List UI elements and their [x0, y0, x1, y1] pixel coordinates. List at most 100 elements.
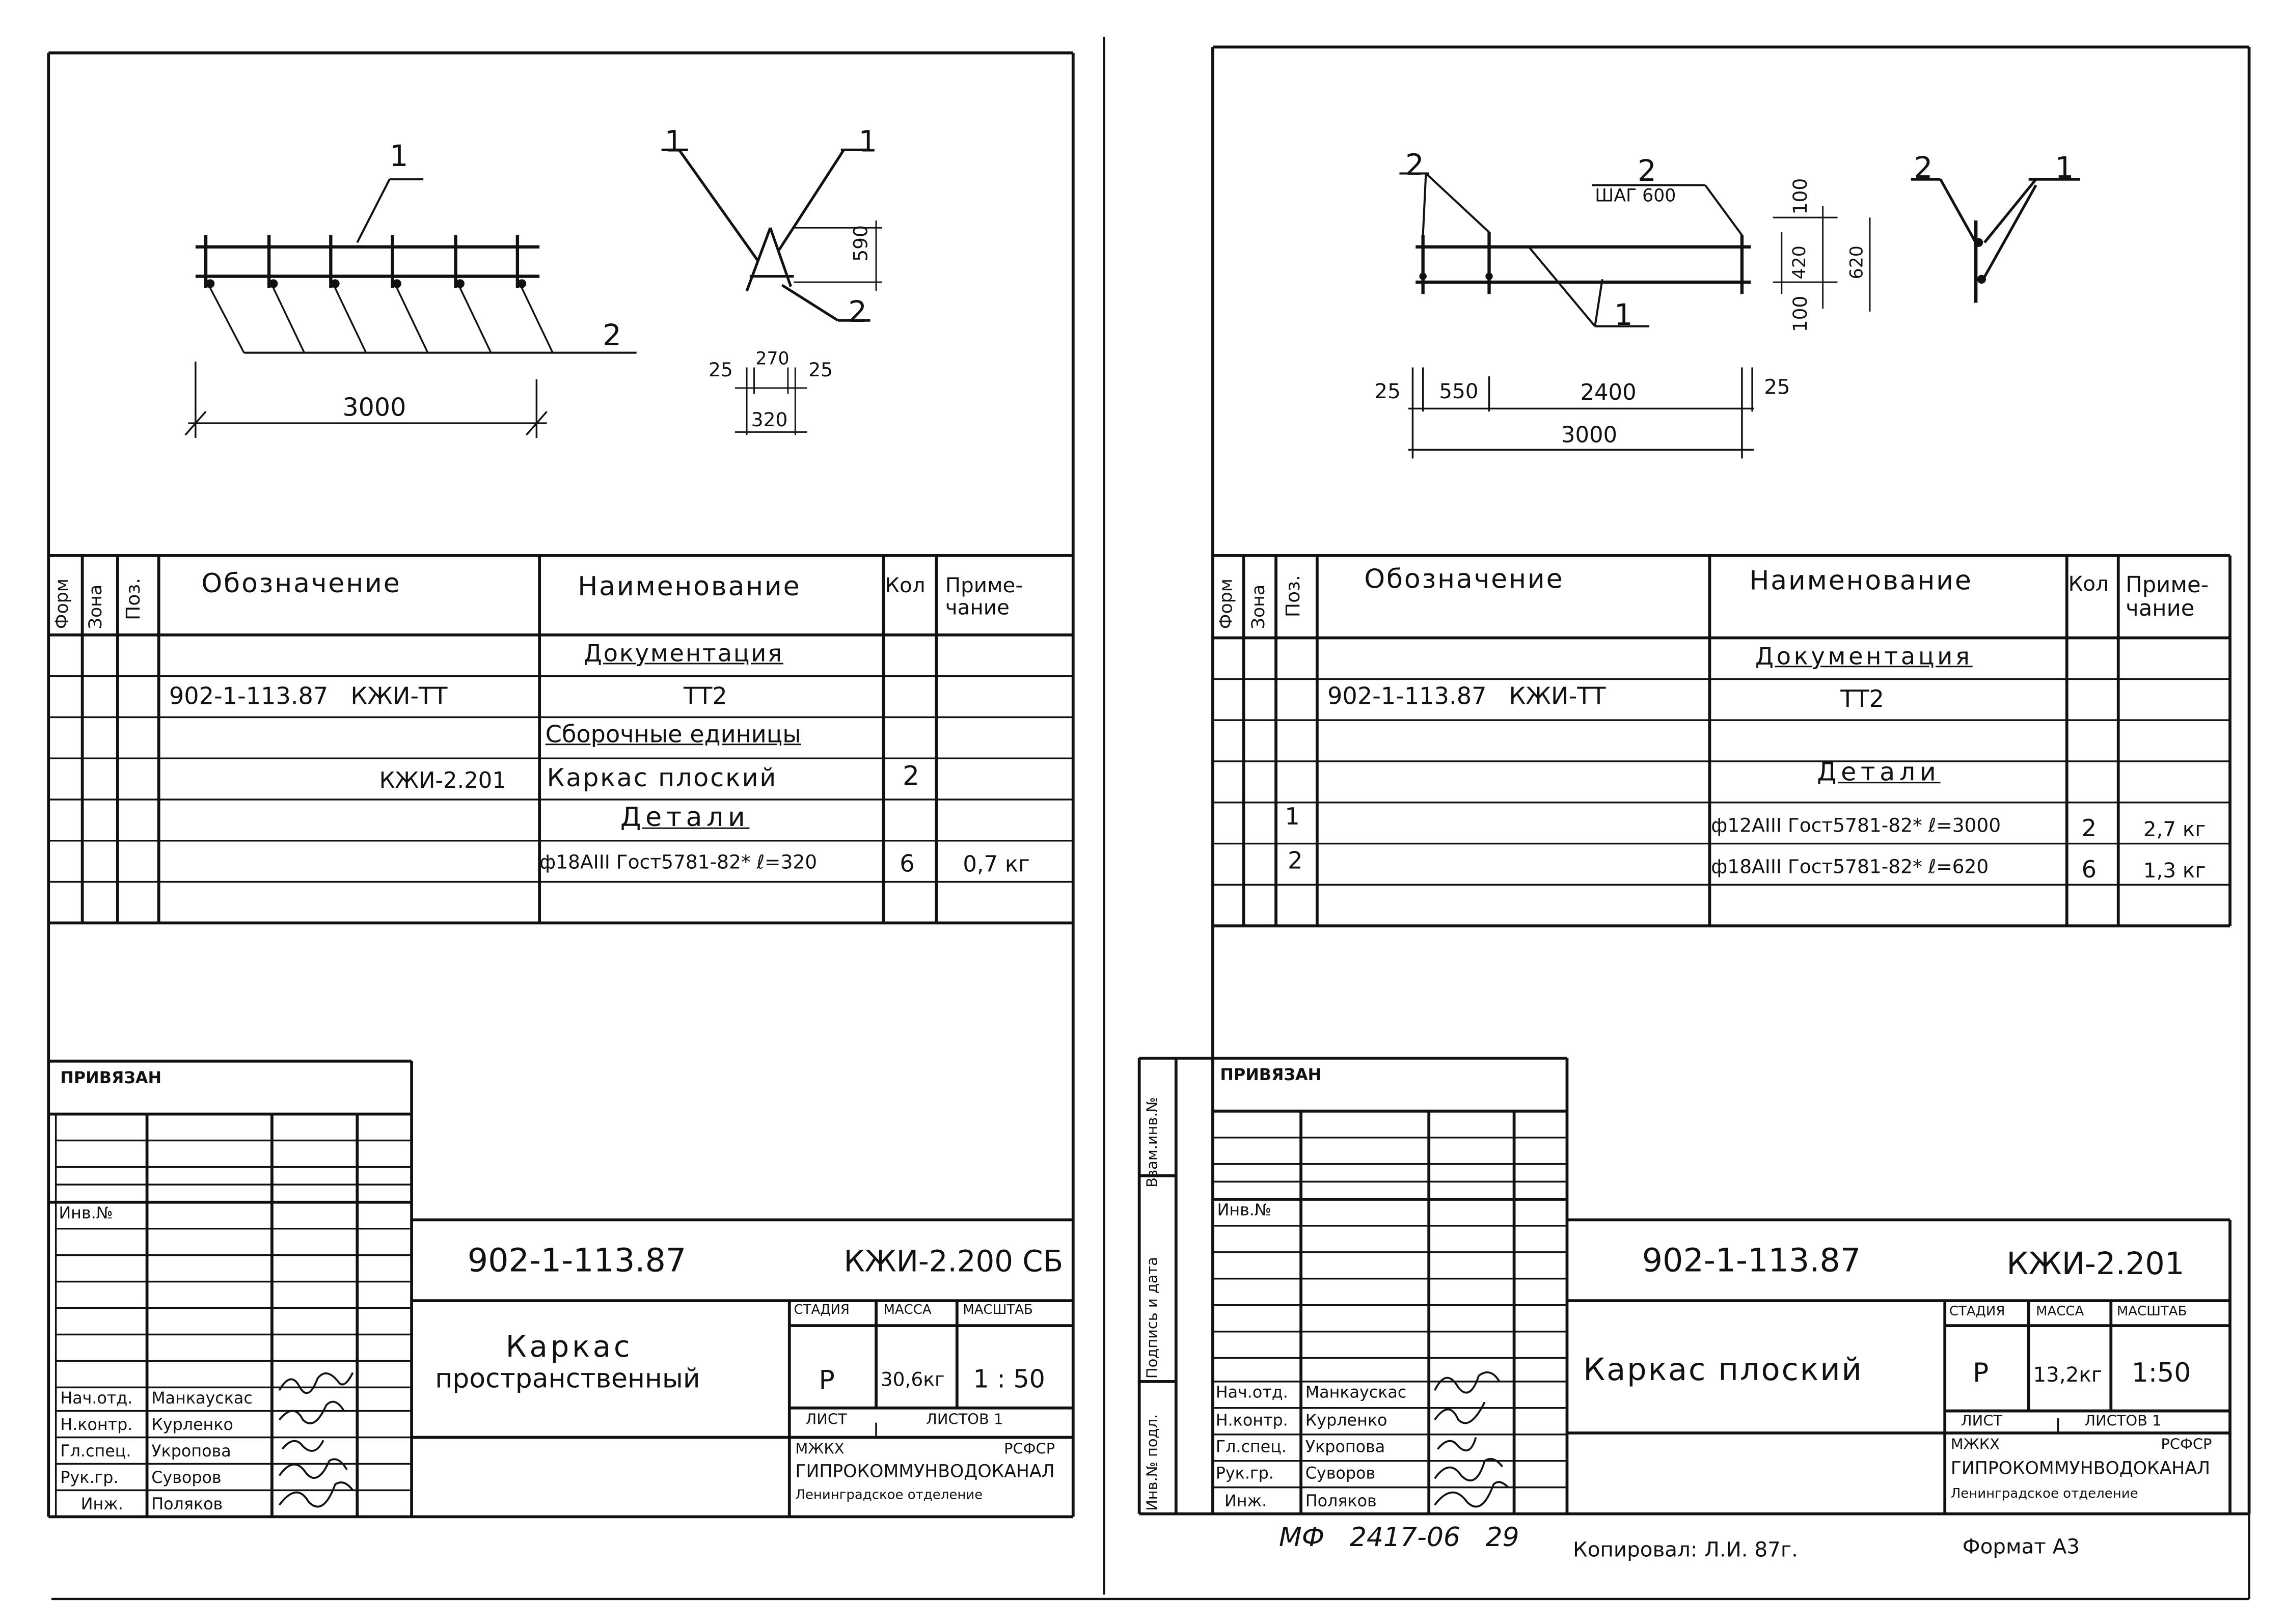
tb-org-3: Ленинградское отделение	[1950, 1487, 2138, 1502]
right-section-drawing	[1911, 178, 2080, 303]
right-cage-drawing	[1399, 172, 1871, 459]
side-label-0: Взам.инв.№	[1145, 1097, 1161, 1188]
tb-sheet-label: ЛИСТ	[805, 1412, 847, 1429]
hdr-note: Приме-чание	[945, 574, 1023, 620]
row-name-1: ТТ2	[1840, 684, 1885, 713]
tb-privyazan: ПРИВЯЗАН	[60, 1068, 162, 1088]
row-qty-3: 2	[903, 761, 920, 792]
callout-2: 2	[603, 317, 622, 353]
step-label: ШАГ 600	[1595, 185, 1676, 206]
name-3: Суворов	[151, 1468, 222, 1488]
callout-1: 1	[1614, 296, 1633, 333]
row-qty-4: 2	[2081, 814, 2097, 842]
row-note-5: 0,7 кг	[963, 850, 1030, 877]
hdr-name: Наименование	[1749, 566, 1973, 597]
tb-scale: 1:50	[2131, 1358, 2191, 1389]
name-0: Манкаускас	[1305, 1383, 1407, 1402]
callout-2b: 2	[1638, 153, 1656, 188]
tb-org-1: МЖКХ	[1950, 1437, 2000, 1454]
tb-org-1: МЖКХ	[795, 1442, 845, 1458]
tb-stage-label: СТАДИЯ	[1949, 1305, 2005, 1320]
row-designation-1: 902-1-113.87 КЖИ-ТТ	[169, 682, 448, 710]
tb-sheets-label: ЛИСТОВ 1	[926, 1412, 1003, 1429]
hdr-zone: Зона	[1248, 584, 1269, 629]
row-note-5: 1,3 кг	[2143, 860, 2206, 884]
role-4: Инж.	[1224, 1492, 1267, 1511]
row-name-0: Документация	[583, 639, 783, 668]
role-0: Нач.отд.	[1215, 1383, 1288, 1402]
name-4: Поляков	[1305, 1492, 1377, 1511]
left-section-drawing	[661, 148, 882, 435]
dim-550: 550	[1439, 380, 1479, 404]
hdr-qty: Кол	[2068, 573, 2109, 597]
tb-stage-label: СТАДИЯ	[794, 1303, 850, 1318]
row-note-4: 2,7 кг	[2143, 818, 2206, 842]
name-3: Суворов	[1305, 1464, 1376, 1483]
tb-sheet-label: ЛИСТ	[1961, 1414, 2003, 1430]
name-0: Манкаускас	[151, 1389, 253, 1408]
signatures	[278, 1371, 1509, 1508]
hdr-name: Наименование	[578, 571, 801, 603]
row-name-1: ТТ2	[683, 682, 727, 710]
name-2: Укропова	[151, 1442, 231, 1461]
callout-1: 1	[389, 138, 409, 174]
row-name-5: ф18АIII Гост5781-82* ℓ=620	[1711, 857, 1989, 879]
archive-stamp: МФ 2417-06 29	[1278, 1522, 1519, 1554]
row-name-3: Детали	[1817, 758, 1941, 788]
dim-25b: 25	[808, 360, 833, 382]
dim-25b: 25	[1764, 376, 1790, 400]
tb-title-1: Каркас	[505, 1328, 633, 1364]
role-1: Н.контр.	[60, 1415, 133, 1435]
tb-mass: 30,6кг	[880, 1369, 945, 1392]
role-4: Инж.	[80, 1495, 123, 1514]
role-2: Гл.спец.	[60, 1442, 131, 1461]
tb-sheets-label: ЛИСТОВ 1	[2084, 1414, 2162, 1430]
dim-320: 320	[751, 410, 788, 432]
name-4: Поляков	[151, 1495, 223, 1514]
role-3: Рук.гр.	[1215, 1464, 1274, 1483]
name-1: Курленко	[151, 1415, 233, 1435]
row-name-0: Документация	[1755, 642, 1973, 671]
hdr-form: Форм	[51, 579, 72, 629]
left-cage-drawing	[184, 178, 637, 438]
dim-420: 420	[1789, 245, 1810, 280]
section-callout-1b: 1	[858, 123, 878, 159]
row-name-3: Каркас плоский	[547, 764, 778, 794]
tb-doc-code: 902-1-113.87	[467, 1243, 687, 1280]
tb-mass-label: МАССА	[2036, 1305, 2084, 1320]
dim-100b: 100	[1790, 295, 1813, 333]
hdr-qty: Кол	[885, 574, 926, 598]
name-1: Курленко	[1305, 1411, 1387, 1430]
row-designation-1: 902-1-113.87 КЖИ-ТТ	[1327, 682, 1606, 710]
dim-length: 3000	[342, 394, 406, 424]
role-1: Н.контр.	[1215, 1411, 1288, 1430]
tb-scale-label: МАСШТАБ	[963, 1303, 1033, 1318]
hdr-pos: Поз.	[123, 577, 146, 620]
hdr-designation: Обозначение	[201, 568, 401, 600]
name-2: Укропова	[1305, 1437, 1385, 1457]
dim-25a: 25	[709, 360, 733, 382]
dim-2400: 2400	[1580, 379, 1637, 406]
row-designation-3: КЖИ-2.201	[379, 767, 506, 794]
section-callout-2: 2	[848, 294, 867, 329]
role-3: Рук.гр.	[60, 1468, 119, 1488]
row-pos-5: 2	[1288, 846, 1303, 875]
section-callout-1: 1	[2055, 150, 2074, 185]
dim-25a: 25	[1374, 380, 1401, 404]
tb-scale-label: МАСШТАБ	[2116, 1305, 2187, 1320]
hdr-form: Форм	[1215, 579, 1237, 629]
hdr-pos: Поз.	[1283, 575, 1305, 618]
section-callout-2: 2	[1914, 150, 1933, 185]
row-qty-5: 6	[900, 849, 915, 877]
tb-inv-no: Инв.№	[1217, 1200, 1271, 1220]
hdr-zone: Зона	[85, 584, 106, 629]
dim-3000: 3000	[1561, 422, 1618, 449]
role-0: Нач.отд.	[60, 1389, 133, 1408]
tb-mass: 13,2кг	[2033, 1364, 2102, 1388]
dim-270: 270	[755, 348, 790, 369]
tb-title-2: пространственный	[435, 1364, 700, 1395]
tb-sheet-code: КЖИ-2.200 СБ	[843, 1243, 1064, 1279]
dim-620: 620	[1846, 245, 1867, 280]
dim-590: 590	[851, 225, 874, 262]
tb-sheet-code: КЖИ-2.201	[2006, 1246, 2185, 1282]
